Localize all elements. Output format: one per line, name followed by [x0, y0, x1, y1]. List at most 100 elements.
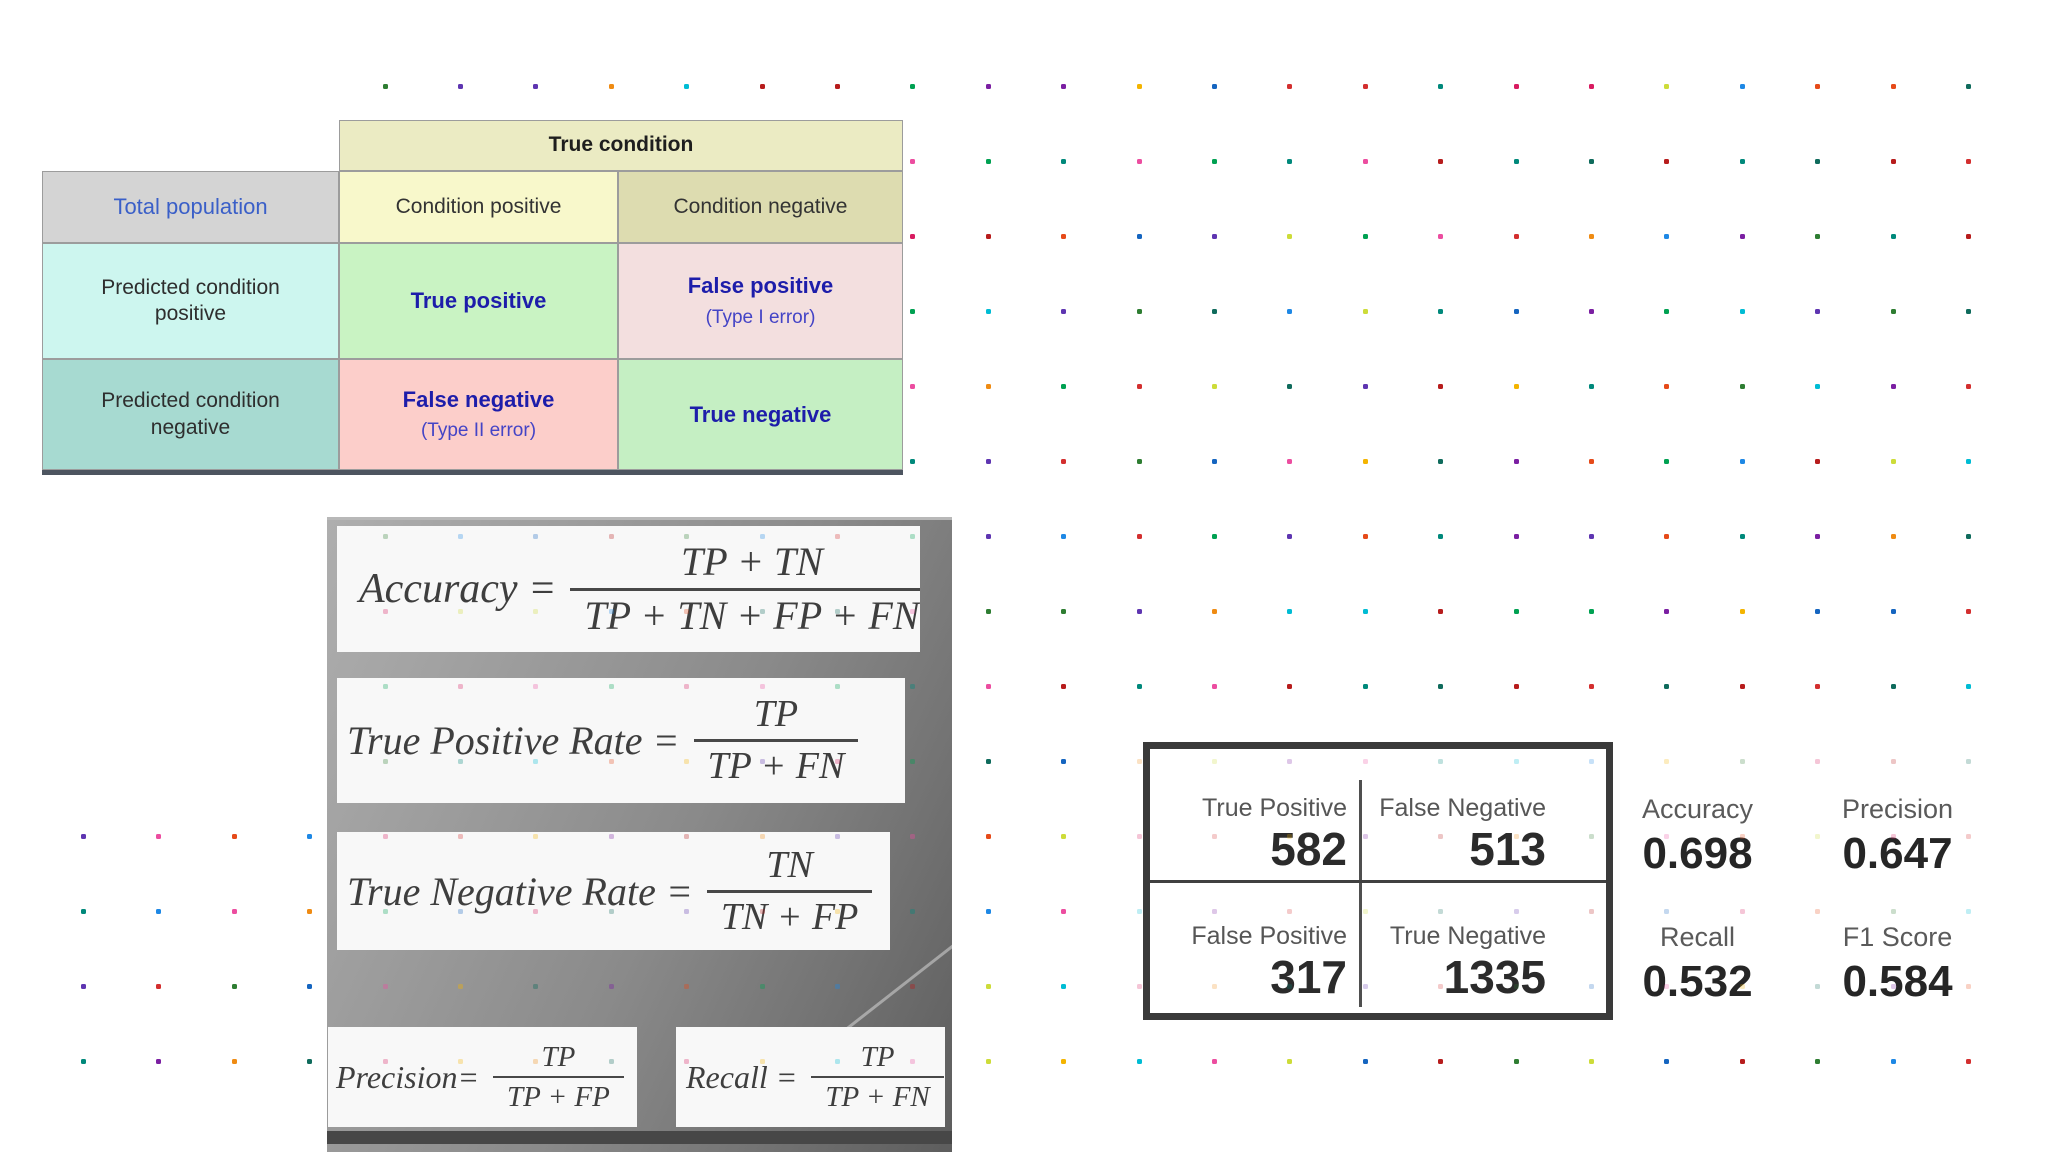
accuracy-denominator: TP + TN + FP + FN [584, 592, 920, 638]
background-dot [1212, 534, 1217, 539]
background-dot [1815, 534, 1820, 539]
result-fn-label: False Negative [1379, 794, 1546, 823]
background-dot [1891, 1059, 1896, 1064]
background-dot [1966, 159, 1971, 164]
background-dot [1664, 459, 1669, 464]
background-dot [1061, 234, 1066, 239]
background-dot [1514, 84, 1519, 89]
accuracy-formula-label: Accuracy = [359, 566, 557, 612]
precision-metric: Precision 0.647 [1810, 794, 1985, 878]
background-dot [1514, 609, 1519, 614]
result-tp-label: True Positive [1202, 794, 1347, 823]
background-dot [232, 984, 237, 989]
tnr-numerator: TN [766, 843, 813, 886]
background-dot [1137, 909, 1142, 914]
background-dot [1212, 309, 1217, 314]
recall-formula-label: Recall = [686, 1058, 798, 1095]
background-dot [1664, 684, 1669, 689]
predicted-negative-label: Predicted condition negative [101, 389, 280, 439]
condition-positive-label: Condition positive [395, 194, 562, 218]
type-two-error-note: (Type II error) [420, 420, 537, 442]
background-dot [1514, 234, 1519, 239]
background-dot [986, 309, 991, 314]
background-dot [1891, 909, 1896, 914]
f1-score-metric-label: F1 Score [1842, 922, 1953, 952]
recall-metric-label: Recall [1659, 922, 1736, 952]
background-dot [1438, 534, 1443, 539]
background-dot [1438, 609, 1443, 614]
background-dot [1287, 384, 1292, 389]
background-dot [1891, 609, 1896, 614]
background-dot [1891, 309, 1896, 314]
background-dot [609, 84, 614, 89]
tpr-formula-label: True Positive Rate = [347, 718, 680, 763]
background-dot [1891, 234, 1896, 239]
background-dot [760, 84, 765, 89]
recall-fraction: TP TP + FN [811, 1040, 944, 1114]
background-dot [1589, 384, 1594, 389]
false-positive-cell: False positive (Type I error) [618, 243, 903, 359]
background-dot [986, 84, 991, 89]
background-dot [81, 834, 86, 839]
background-dot [307, 984, 312, 989]
background-dot [1287, 159, 1292, 164]
background-dot [1212, 384, 1217, 389]
background-dot [1966, 84, 1971, 89]
background-dot [1664, 384, 1669, 389]
background-dot [1815, 384, 1820, 389]
accuracy-numerator: TP + TN [681, 538, 823, 584]
background-dot [1514, 384, 1519, 389]
background-dot [1740, 534, 1745, 539]
background-dot [1363, 384, 1368, 389]
background-dot [910, 384, 915, 389]
background-dot [383, 84, 388, 89]
background-dot [1137, 159, 1142, 164]
background-dot [1061, 84, 1066, 89]
background-dot [986, 159, 991, 164]
background-dot [1740, 309, 1745, 314]
background-dot [1589, 609, 1594, 614]
background-dot [1363, 534, 1368, 539]
background-dot [1363, 684, 1368, 689]
result-fp-label: False Positive [1191, 922, 1347, 951]
result-true-negative-cell: True Negative 1335 [1362, 883, 1606, 1013]
table-bottom-edge [42, 470, 903, 475]
background-dot [1740, 684, 1745, 689]
background-dot [1815, 759, 1820, 764]
background-dot [1287, 609, 1292, 614]
recall-numerator: TP [860, 1040, 895, 1073]
background-dot [1137, 384, 1142, 389]
background-dot [1589, 159, 1594, 164]
background-dot [1061, 984, 1066, 989]
accuracy-metric-value: 0.698 [1642, 828, 1753, 878]
true-positive-rate-formula: True Positive Rate = TP TP + FN [337, 678, 905, 803]
background-dot [1287, 459, 1292, 464]
background-dot [1891, 159, 1896, 164]
background-dot [458, 84, 463, 89]
background-dot [1212, 684, 1217, 689]
background-dot [986, 759, 991, 764]
tpr-numerator: TP [753, 693, 799, 736]
background-dot [232, 1059, 237, 1064]
background-dot [1137, 984, 1142, 989]
result-true-positive-cell: True Positive 582 [1150, 749, 1359, 880]
false-negative-cell: False negative (Type II error) [339, 359, 618, 470]
background-dot [1061, 309, 1066, 314]
background-dot [1061, 909, 1066, 914]
background-dot [1438, 684, 1443, 689]
background-dot [1589, 534, 1594, 539]
background-dot [1212, 159, 1217, 164]
background-dot [1438, 309, 1443, 314]
background-dot [1363, 609, 1368, 614]
background-dot [1438, 234, 1443, 239]
background-dot [1287, 84, 1292, 89]
background-dot [232, 834, 237, 839]
precision-formula-label: Precision= [336, 1058, 480, 1095]
background-dot [1137, 459, 1142, 464]
background-dot [835, 84, 840, 89]
accuracy-formula: Accuracy = TP + TN TP + TN + FP + FN [337, 526, 920, 652]
background-dot [910, 459, 915, 464]
background-dot [1589, 684, 1594, 689]
background-dot [910, 159, 915, 164]
